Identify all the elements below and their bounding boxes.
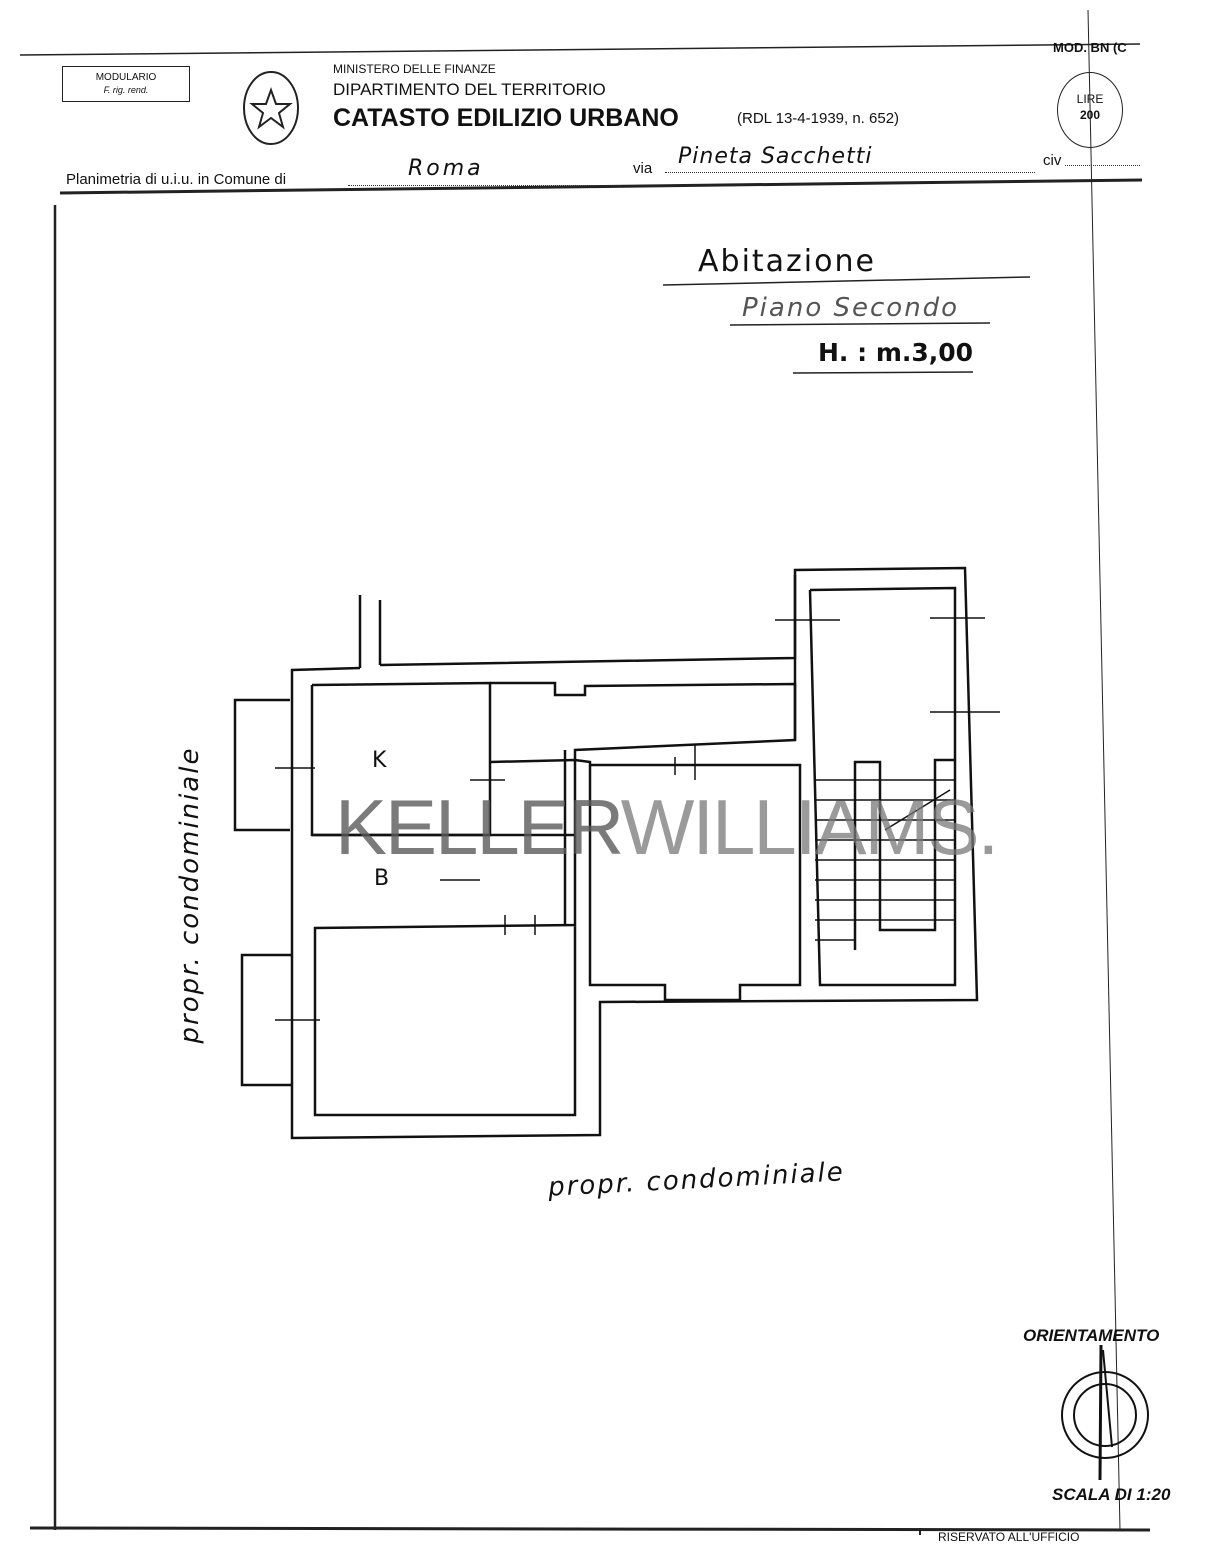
- civ-label: civ: [1043, 152, 1062, 169]
- via-label: via: [633, 160, 653, 177]
- ceiling-height: H. : m.3,00: [818, 338, 974, 367]
- left-property-note: propr. condominiale: [175, 746, 205, 1044]
- compass-icon: [1061, 1344, 1149, 1481]
- ministry-name: MINISTERO DELLE FINANZE: [333, 62, 496, 76]
- room-label-kitchen: K: [372, 748, 387, 773]
- scale-label: SCALA DI 1:20: [1052, 1485, 1171, 1504]
- form-prefix: Planimetria di u.i.u. in Comune di: [66, 171, 287, 188]
- document-title: CATASTO EDILIZIO URBANO: [333, 104, 679, 132]
- civ-dotted-line: [1065, 165, 1140, 166]
- via-dotted-line: [665, 172, 1035, 173]
- modulario-box: MODULARIO F. rig. rend.: [62, 66, 190, 102]
- republic-emblem-icon: [243, 71, 299, 145]
- stamp-amount: 200: [1079, 108, 1101, 122]
- watermark-logo: KELLERWILLIAMS.: [335, 782, 999, 873]
- plan-title: Abitazione: [698, 244, 876, 279]
- modulario-sub: F. rig. rend.: [103, 85, 149, 95]
- room-label-bathroom: B: [374, 866, 390, 891]
- department-name: DIPARTIMENTO DEL TERRITORIO: [333, 80, 606, 99]
- watermark-part1: KELLER: [335, 783, 623, 871]
- modulario-label: MODULARIO: [95, 72, 157, 83]
- comune-dotted-line: [348, 185, 620, 186]
- via-value: Pineta Sacchetti: [678, 144, 873, 169]
- office-use-label: RISERVATO ALL'UFFICIO: [938, 1530, 1080, 1544]
- model-code: MOD. BN (C: [1053, 40, 1127, 55]
- orientation-label: ORIENTAMENTO: [1023, 1326, 1160, 1345]
- fee-stamp: LIRE 200: [1057, 72, 1123, 148]
- floor-label: Piano Secondo: [742, 293, 960, 323]
- law-reference: (RDL 13-4-1939, n. 652): [737, 110, 900, 127]
- watermark-part2: WILLIAMS.: [620, 783, 999, 871]
- stamp-currency: LIRE: [1076, 92, 1104, 106]
- comune-value: Roma: [408, 156, 484, 181]
